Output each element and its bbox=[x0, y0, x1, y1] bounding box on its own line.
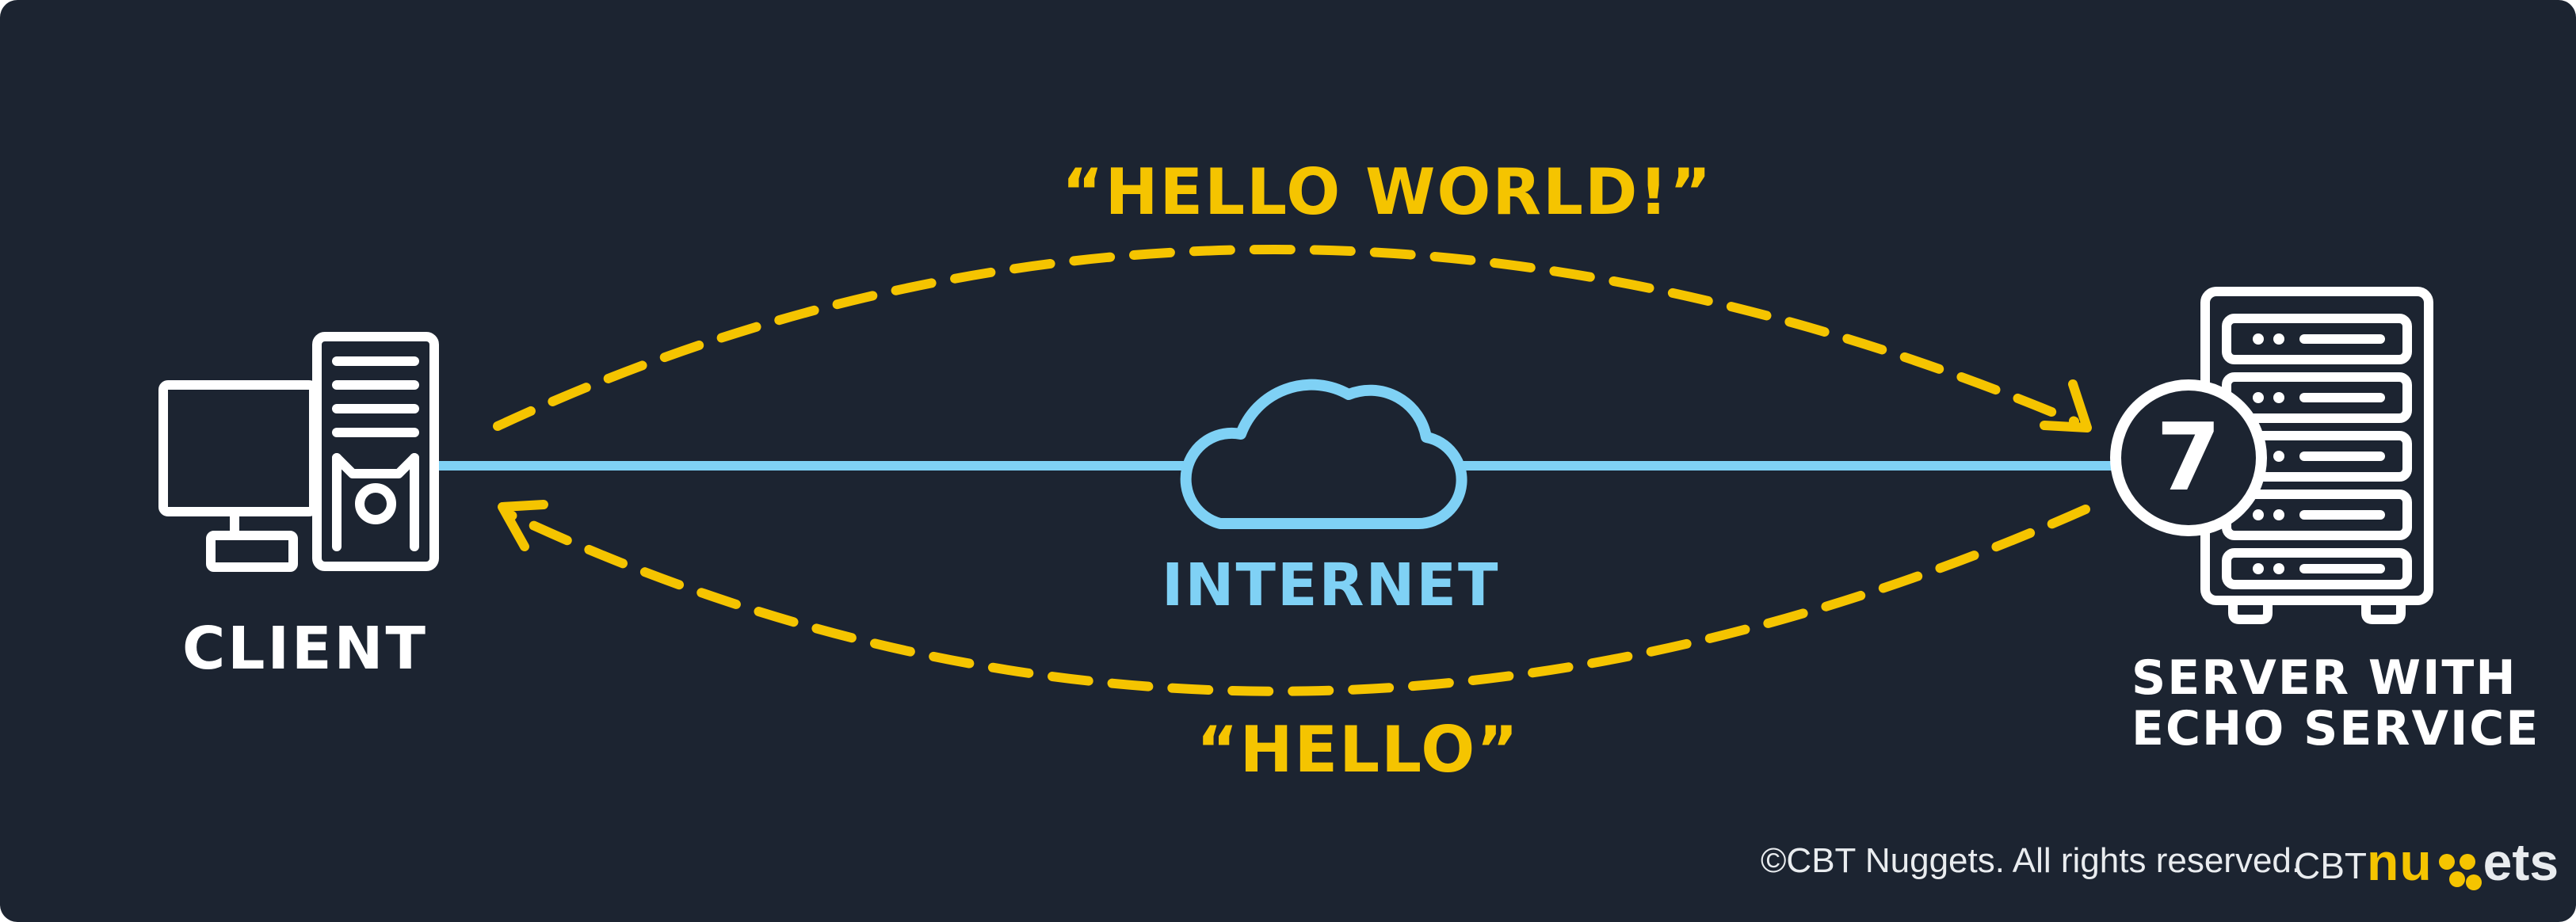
port-number: 7 bbox=[2156, 402, 2221, 512]
request-message-label: “HELLO WORLD!” bbox=[1062, 155, 1713, 229]
brand-mid: nu bbox=[2367, 832, 2433, 891]
server-label-line-2: ECHO SERVICE bbox=[2131, 701, 2540, 756]
desktop-computer-icon bbox=[158, 332, 439, 572]
brand-prefix: CBT bbox=[2294, 845, 2367, 886]
brand-suffix: ets bbox=[2483, 832, 2559, 891]
request-arc bbox=[493, 245, 2079, 431]
response-message-label: “HELLO” bbox=[1196, 713, 1520, 787]
cloud-icon bbox=[1180, 379, 1467, 529]
client-label: CLIENT bbox=[182, 615, 428, 683]
server-label: SERVER WITH ECHO SERVICE bbox=[2131, 650, 2540, 756]
brand-dots-icon bbox=[2434, 848, 2482, 892]
internet-label: INTERNET bbox=[1162, 551, 1500, 619]
copyright-text: ©CBT Nuggets. All rights reserved. bbox=[1761, 841, 2302, 880]
port-badge-circle bbox=[2110, 379, 2267, 536]
request-arrowhead bbox=[2040, 379, 2092, 432]
response-arc bbox=[502, 505, 2090, 696]
server-label-line-1: SERVER WITH bbox=[2131, 650, 2517, 706]
brand-logo: CBT nu ets bbox=[2294, 832, 2559, 892]
response-arrowhead bbox=[498, 500, 548, 551]
